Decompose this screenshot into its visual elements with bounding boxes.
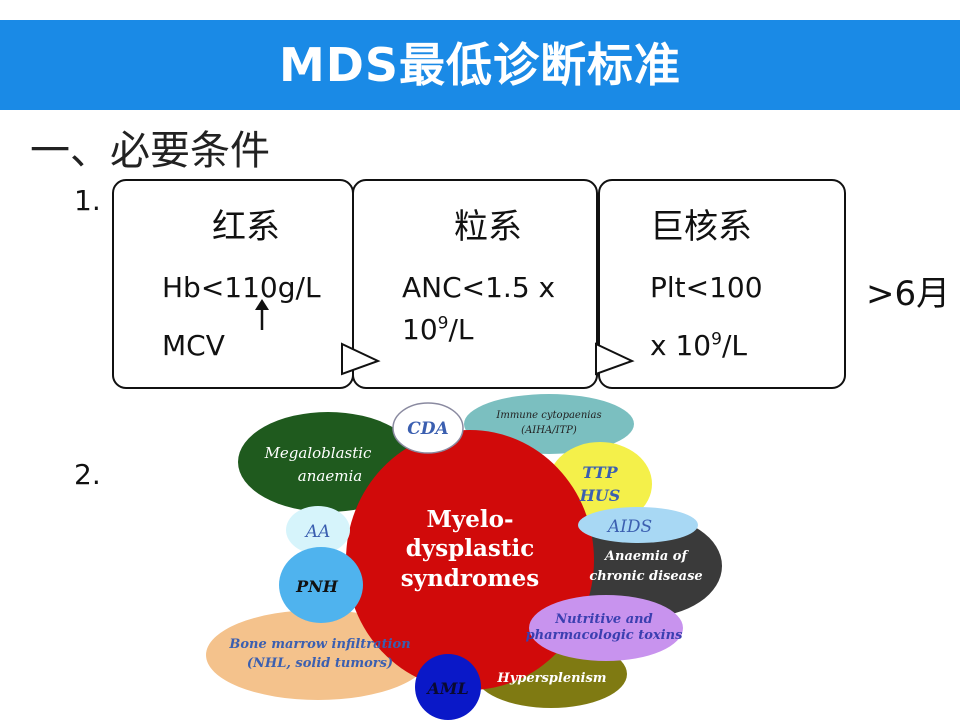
aids-label: AIDS [606,517,652,537]
erythroid-box: 红系 Hb<110g/L MCV [112,179,354,389]
immune-label-2: (AIHA/ITP) [521,425,577,436]
toxins-ellipse [529,595,683,661]
aa-label: AA [304,522,331,542]
megakaryocyte-box: 巨核系 Plt<100 x 109/L [598,179,846,389]
top-accent-line [0,14,960,20]
immune-label-1: Immune cytopaenias [495,410,601,421]
center-line-2: dysplastic [406,535,534,562]
pnh-ellipse [279,547,363,623]
erythroid-title: 红系 [212,207,280,247]
chronic-label-2: chronic disease [589,569,702,584]
plt-criterion: Plt<100 [650,271,763,304]
bone-marrow-label-2: (NHL, solid tumors) [247,656,393,671]
center-line-1: Myelo- [426,506,513,533]
connector-triangle-2 [595,342,635,376]
anc-unit: 109/L [402,313,474,346]
megaloblastic-label-1: Megaloblastic [264,444,372,462]
toxins-label-2: pharmacologic toxins [526,628,683,643]
pnh-label: PNH [295,577,339,596]
aa-ellipse [286,506,350,554]
duration-label: >6月 [866,274,951,314]
anc-criterion: ANC<1.5 x [402,271,556,304]
plt-unit: x 109/L [650,329,747,362]
cda-ellipse [392,402,464,454]
toxins-label-1: Nutritive and [554,612,652,627]
connector-triangle-1 [341,342,381,376]
title-bar [0,20,960,110]
cda-label: CDA [407,419,448,439]
hb-criterion: Hb<110g/L [162,271,321,304]
aml-label: AML [425,679,468,698]
aml-ellipse [415,654,481,720]
granulocyte-title: 粒系 [454,207,522,247]
megaloblastic-label-2: anaemia [298,467,362,485]
chronic-label-1: Anaemia of [603,549,690,564]
granulocyte-box: 粒系 ANC<1.5 x 109/L [352,179,598,389]
slide-title: MDS最低诊断标准 [278,38,682,92]
hus-label: HUS [579,486,621,505]
up-arrow-icon [255,299,269,330]
criterion-2-number: 2. [74,458,101,491]
center-line-3: syndromes [401,565,540,592]
bone-marrow-label-1: Bone marrow infiltration [228,637,410,652]
section-heading: 一、必要条件 [30,128,270,174]
criterion-1-number: 1. [74,184,101,217]
aids-ellipse [578,507,698,543]
megakaryocyte-title: 巨核系 [650,207,752,247]
mcv-label: MCV [162,329,225,362]
ttp-label: TTP [582,463,618,482]
hypersplenism-label: Hypersplenism [496,671,606,686]
